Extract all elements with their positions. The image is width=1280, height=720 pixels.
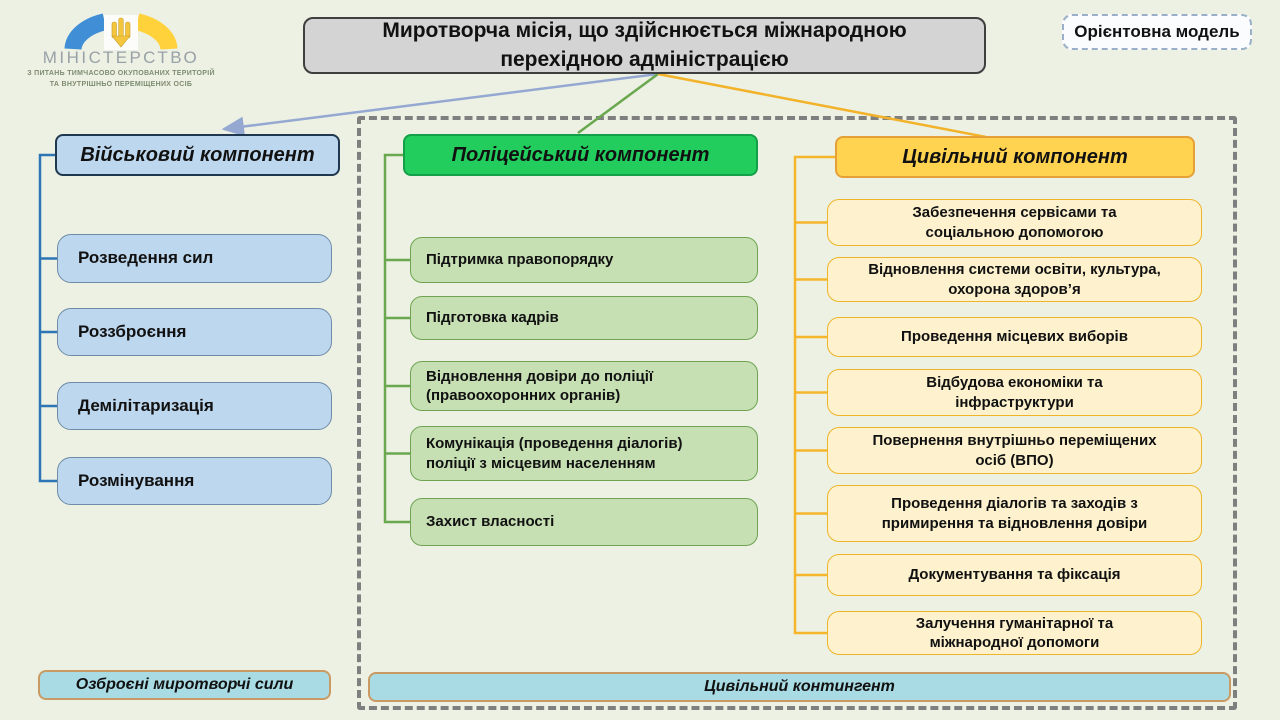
civil-item-servisy: Забезпечення сервісами та соціальною доп… — [827, 199, 1202, 246]
civil-item-vpo: Повернення внутрішньо переміщених осіб (… — [827, 427, 1202, 474]
civil-item-vybory: Проведення місцевих виборів — [827, 317, 1202, 357]
civil-component-header: Цивільний компонент — [835, 136, 1195, 178]
ministry-subtitle-line1: З ПИТАНЬ ТИМЧАСОВО ОКУПОВАНИХ ТЕРИТОРІЙ — [27, 70, 215, 77]
police-item-kadry: Підготовка кадрів — [410, 296, 758, 340]
police-item-komunikatsiya: Комунікація (проведення діалогів) поліці… — [410, 426, 758, 481]
military-item-rozminuvannya: Розмінування — [57, 457, 332, 505]
ministry-logo: МІНІСТЕРСТВО З ПИТАНЬ ТИМЧАСОВО ОКУПОВАН… — [0, 4, 242, 90]
page-title: Миротворча місія, що здійснюється міжнар… — [303, 17, 986, 74]
civil-item-dokumentuvannya: Документування та фіксація — [827, 554, 1202, 596]
civil-item-dopomoha: Залучення гуманітарної та міжнародної до… — [827, 611, 1202, 655]
ministry-name: МІНІСТЕРСТВО — [42, 48, 200, 67]
civil-item-ekonomika: Відбудова економіки та інфраструктури — [827, 369, 1202, 416]
police-item-pravoporyadok: Підтримка правопорядку — [410, 237, 758, 283]
civil-item-dialohy: Проведення діалогів та заходів з примире… — [827, 485, 1202, 542]
model-badge: Орієнтовна модель — [1062, 14, 1252, 50]
ministry-emblem-icon — [64, 13, 178, 50]
military-component-header: Військовий компонент — [55, 134, 340, 176]
police-item-dovira: Відновлення довіри до поліції (правоохор… — [410, 361, 758, 411]
military-item-demilitaryzatsiya: Демілітаризація — [57, 382, 332, 430]
armed-peacekeeping-forces-badge: Озброєні миротворчі сили — [38, 670, 331, 700]
police-item-zakhyst: Захист власності — [410, 498, 758, 546]
civil-item-osvita: Відновлення системи освіти, культура, ох… — [827, 257, 1202, 302]
military-tree-lines — [38, 153, 57, 483]
emblem-blue-arc — [64, 13, 107, 50]
civil-contingent-badge: Цивільний контингент — [368, 672, 1231, 702]
military-item-rozzbroyennya: Роззброєння — [57, 308, 332, 356]
police-component-header: Поліцейський компонент — [403, 134, 758, 176]
trident-icon — [111, 17, 131, 48]
emblem-yellow-arc — [135, 13, 178, 50]
ministry-subtitle-line2: ТА ВНУТРІШНЬО ПЕРЕМІЩЕНИХ ОСІБ — [49, 81, 193, 89]
military-item-rozvedennya: Розведення сил — [57, 234, 332, 283]
